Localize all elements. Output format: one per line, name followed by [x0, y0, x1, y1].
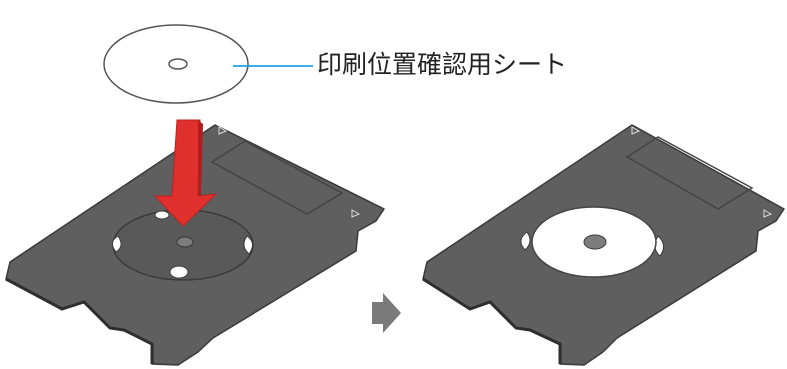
left-hole-right	[243, 235, 253, 255]
left-cd-tray	[5, 124, 385, 366]
right-cd-tray	[422, 124, 785, 366]
callout-label: 印刷位置確認用シート	[317, 50, 568, 79]
left-tray-edge	[5, 277, 154, 364]
right-arrow-icon	[372, 293, 401, 333]
left-hole-left	[112, 235, 122, 253]
left-center-hub	[176, 236, 194, 248]
sheet-center-hole	[168, 58, 188, 70]
down-arrow-icon	[153, 119, 218, 227]
left-hole-bottom	[169, 265, 189, 279]
right-tray-label-recess	[625, 136, 754, 210]
left-tray-marker-1	[218, 126, 228, 135]
right-center-hub	[583, 234, 607, 250]
right-hole-left	[520, 231, 531, 251]
right-tray-marker-1	[631, 126, 641, 135]
insert-arrow-shadow	[198, 120, 203, 196]
right-tray-edge	[422, 277, 562, 364]
right-tray-marker-2	[763, 209, 773, 218]
left-tray-marker-2	[351, 209, 361, 218]
next-arrow-shape	[372, 293, 401, 333]
left-hole-top	[154, 210, 170, 220]
print-check-sheet	[103, 24, 249, 104]
left-tray-label-recess	[210, 140, 344, 215]
